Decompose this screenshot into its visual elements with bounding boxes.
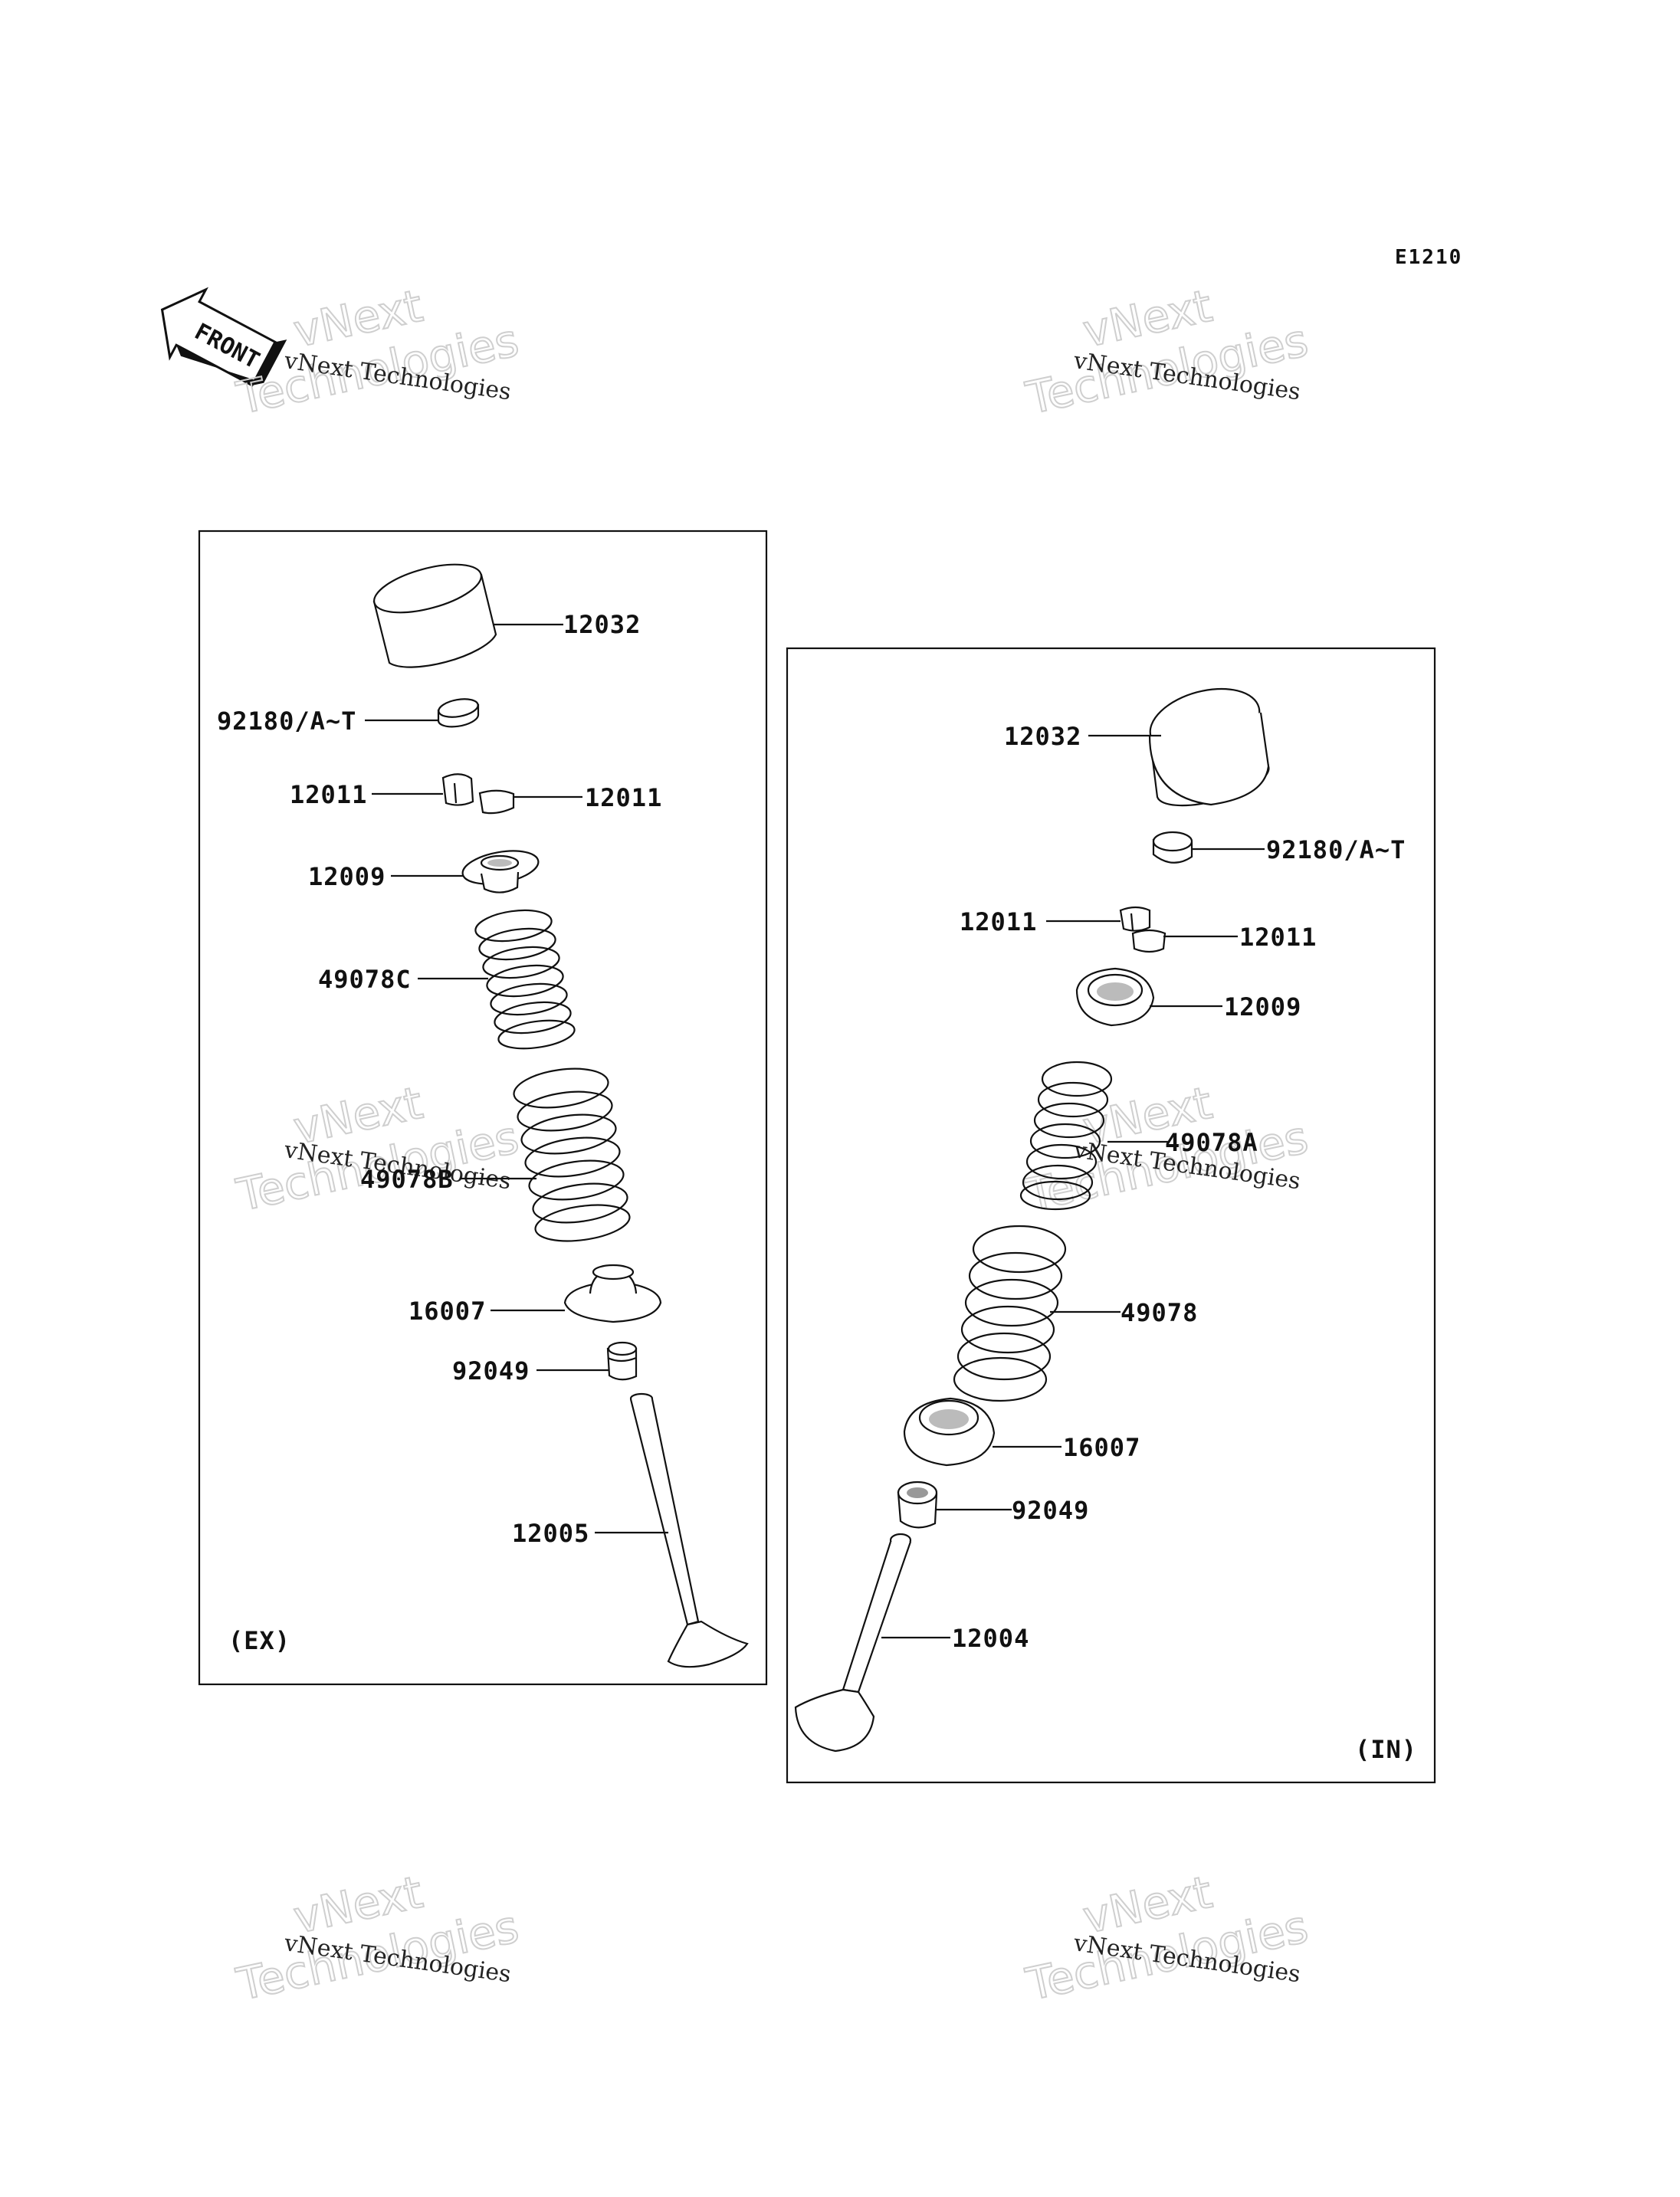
in-valve-part[interactable] [794, 1533, 912, 1753]
ex-cotter-right-part[interactable] [478, 789, 515, 815]
ex-shim-label: 92180/A~T [217, 707, 356, 736]
ex-cotter-left-part[interactable] [441, 773, 474, 806]
in-stem-seal-part[interactable] [897, 1481, 938, 1529]
ex-valve-part[interactable] [629, 1392, 749, 1668]
ex-stem-seal-label: 92049 [452, 1356, 530, 1385]
watermark-bottom-right: vNext Technologies [1021, 1865, 1314, 2012]
in-spring-seat-label: 16007 [1063, 1433, 1140, 1462]
ex-retainer-part[interactable] [460, 846, 540, 894]
in-retainer-label: 12009 [1224, 992, 1301, 1021]
in-tappet-label: 12032 [1004, 722, 1081, 751]
ex-spring-seat-part[interactable] [563, 1264, 662, 1323]
watermark-mid-left: vNext Technologies [231, 1076, 524, 1222]
in-stem-seal-label: 92049 [1012, 1496, 1089, 1525]
in-cotter-left-label: 12011 [960, 907, 1037, 936]
exhaust-panel-frame [198, 530, 768, 1686]
watermark-mid-right: vNext Technologies [1021, 1076, 1314, 1222]
ex-stem-seal-part[interactable] [606, 1341, 638, 1381]
diagram-code: E1210 [1395, 246, 1462, 269]
intake-panel-frame [786, 647, 1436, 1784]
in-retainer-part[interactable] [1075, 967, 1155, 1027]
in-cotter-right-label: 12011 [1239, 923, 1317, 952]
ex-shim-part[interactable] [437, 697, 480, 728]
in-tappet-part[interactable] [1143, 677, 1270, 807]
in-cotter-right-part[interactable] [1131, 929, 1166, 953]
watermark-bottom-left: vNext Technologies [231, 1865, 524, 2012]
ex-cotter-left-label: 12011 [290, 780, 367, 809]
in-outer-spring-part[interactable] [953, 1225, 1067, 1402]
ex-valve-label: 12005 [512, 1519, 589, 1548]
in-outer-spring-label: 49078 [1121, 1298, 1198, 1327]
exhaust-panel-label: (EX) [228, 1626, 290, 1655]
ex-inner-spring-label: 49078C [318, 965, 412, 994]
in-spring-seat-part[interactable] [903, 1397, 996, 1467]
ex-retainer-label: 12009 [308, 862, 386, 891]
in-valve-label: 12004 [952, 1624, 1029, 1653]
in-inner-spring-part[interactable] [1019, 1061, 1113, 1211]
ex-outer-spring-part[interactable] [511, 1064, 632, 1247]
in-cotter-left-part[interactable] [1119, 906, 1151, 932]
in-shim-part[interactable] [1152, 831, 1193, 864]
in-shim-label: 92180/A~T [1266, 835, 1406, 864]
ex-inner-spring-part[interactable] [474, 906, 576, 1053]
intake-panel-label: (IN) [1355, 1735, 1417, 1764]
ex-tappet-part[interactable] [369, 555, 497, 668]
intake-panel: 12032 92180/A~T 12011 12011 12009 [786, 647, 1436, 1784]
in-inner-spring-label: 49078A [1165, 1128, 1258, 1157]
exhaust-panel: 12032 92180/A~T 12011 12011 12009 [198, 530, 768, 1686]
ex-outer-spring-label: 49078B [360, 1165, 454, 1194]
ex-spring-seat-label: 16007 [409, 1297, 486, 1326]
ex-cotter-right-label: 12011 [585, 783, 662, 812]
ex-tappet-label: 12032 [563, 610, 641, 639]
